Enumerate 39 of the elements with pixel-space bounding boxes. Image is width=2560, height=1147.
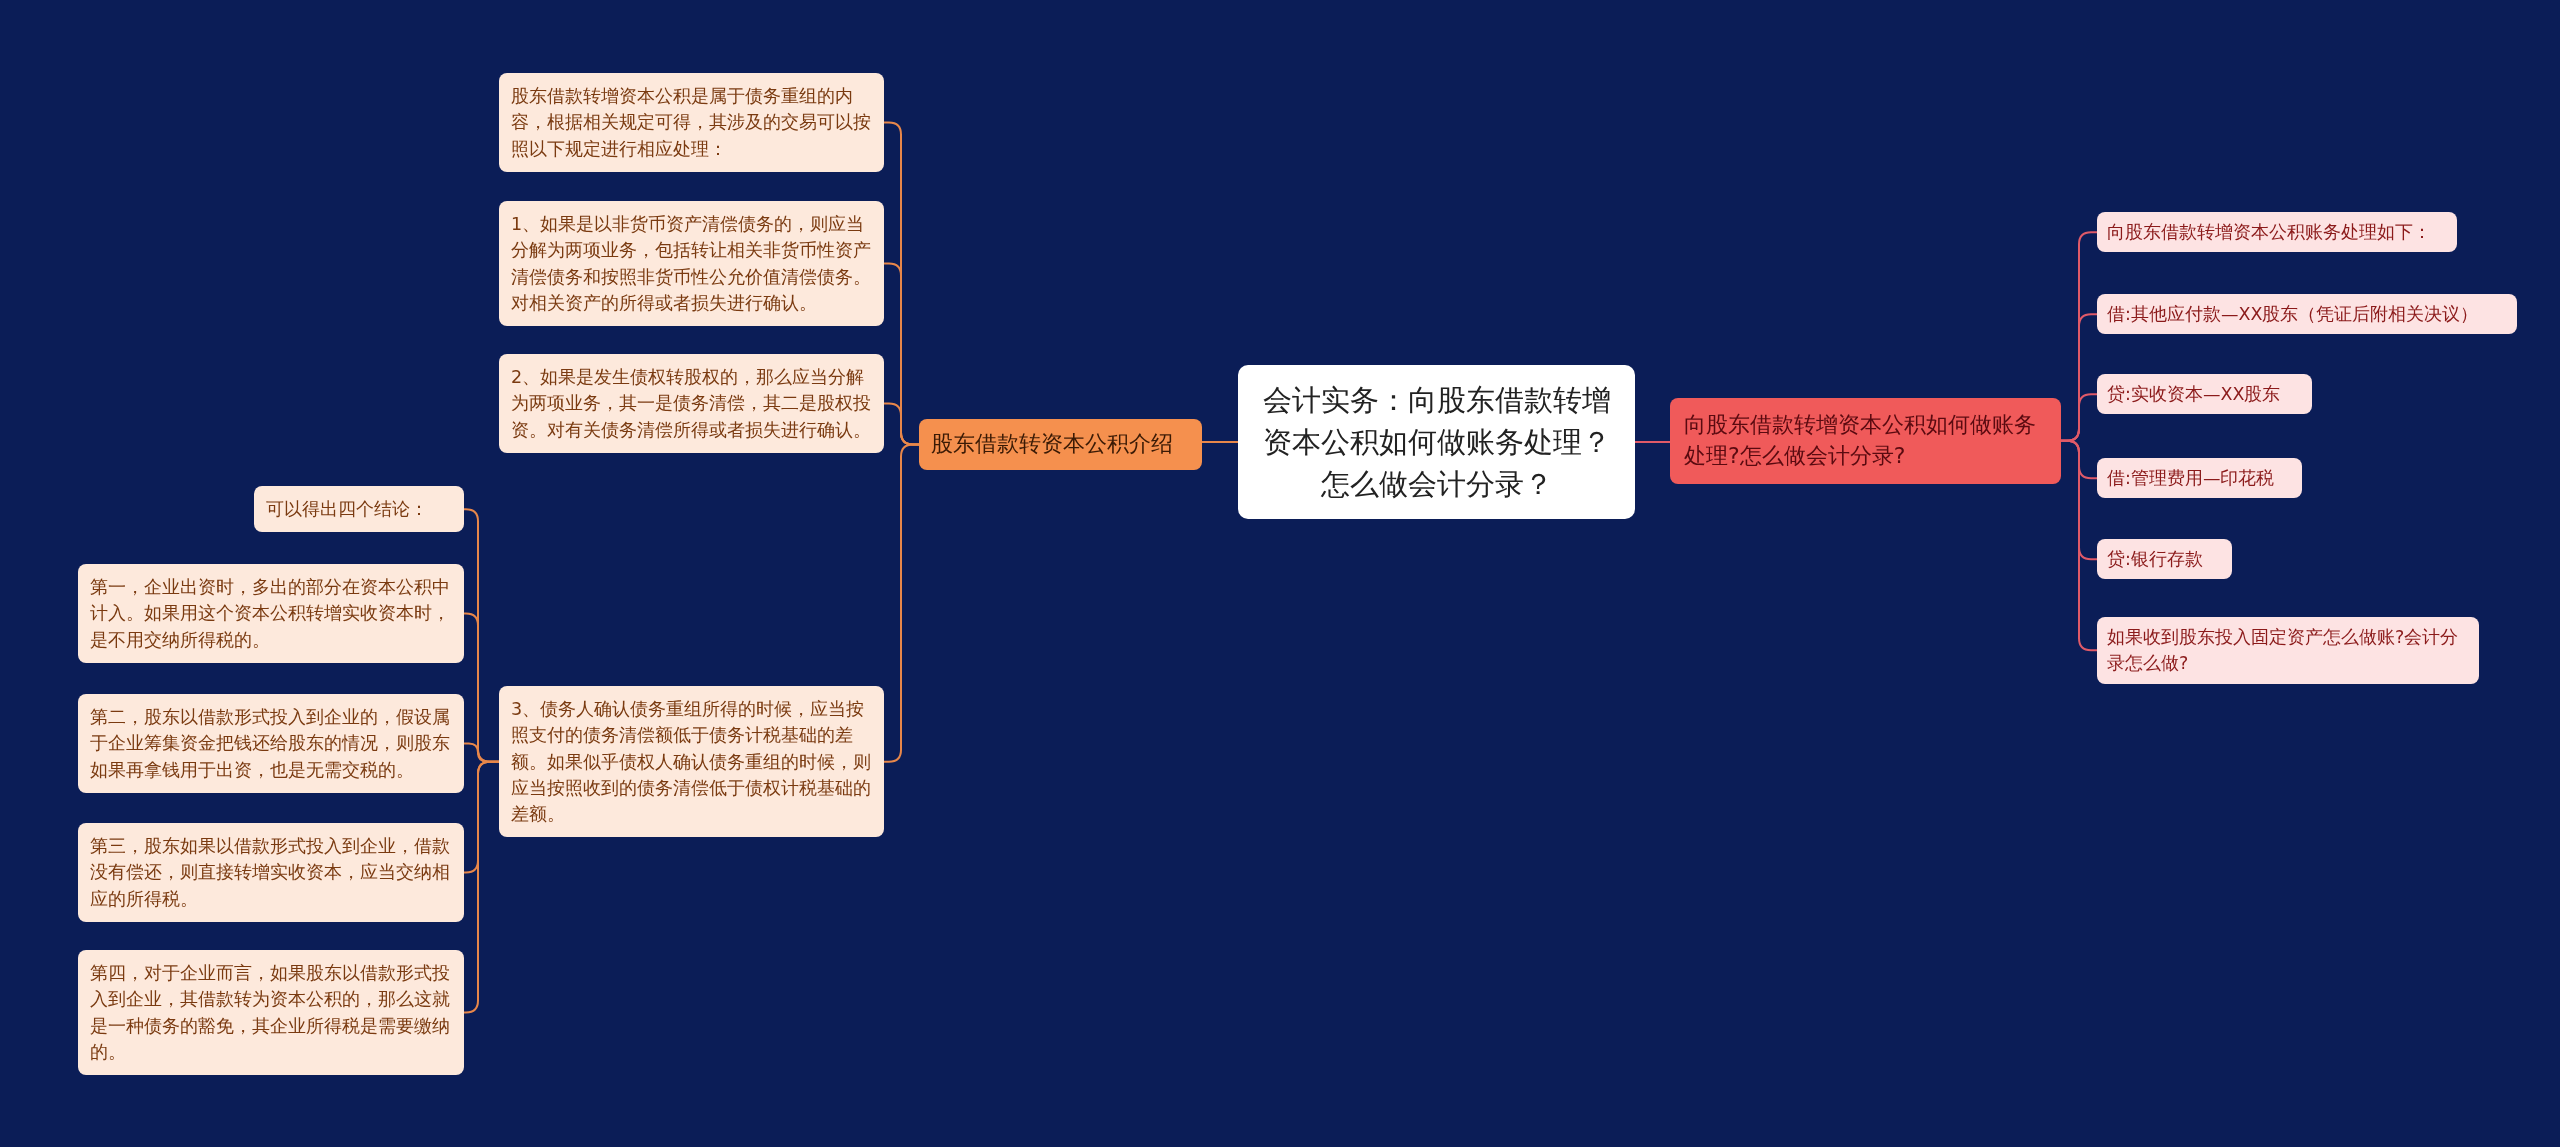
connector-line	[1634, 441, 1671, 444]
subtopic-text: 1、如果是以非货币资产清偿债务的，则应当分解为两项业务，包括转让相关非货币性资产清偿债务和按照非货币性公允价值清偿债务。对相关资产的所得或者损失进行确认。	[511, 213, 872, 315]
subtopic-text: 借:其他应付款—XX股东（凭证后附相关决议）	[2107, 303, 2480, 326]
branch-topic-box	[919, 419, 1202, 470]
subtopic-box	[2097, 539, 2232, 580]
subtopic-box	[2097, 617, 2479, 684]
subtopic-box	[2097, 212, 2457, 253]
connector-line	[1201, 441, 1239, 444]
subtopic-box	[78, 823, 464, 922]
subtopic-text: 贷:银行存款	[2107, 548, 2204, 571]
connector-line	[463, 760, 500, 1014]
subtopic-text: 第四，对于企业而言，如果股东以借款形式投入到企业，其借款转为资本公积的，那么这就是一种债务的豁免，其企业所得税是需要缴纳的。	[90, 962, 451, 1064]
subtopic-box	[2097, 458, 2302, 499]
subtopic-box	[254, 486, 464, 533]
subtopic-text: 可以得出四个结论：	[266, 498, 429, 521]
subtopic-text: 如果收到股东投入固定资产怎么做账?会计分录怎么做?	[2107, 626, 2460, 676]
subtopic-box	[78, 564, 464, 663]
central-topic-box	[1238, 365, 1635, 520]
subtopic-box	[499, 201, 884, 326]
subtopic-text: 第一，企业出资时，多出的部分在资本公积中计入。如果用这个资本公积转增实收资本时，是不用交纳所得税的。	[90, 576, 451, 652]
branch-topic-box	[1670, 398, 2061, 484]
subtopic-box	[78, 950, 464, 1075]
subtopic-text: 向股东借款转增资本公积账务处理如下：	[2107, 221, 2432, 244]
subtopic-box	[499, 686, 884, 838]
subtopic-text: 股东借款转增资本公积是属于债务重组的内容，根据相关规定可得，其涉及的交易可以按照以下规定进行相应处理：	[511, 85, 872, 161]
branch-topic-text: 股东借款转资本公积介绍	[931, 430, 1174, 458]
central-topic-text: 会计实务：向股东借款转增资本公积如何做账务处理？怎么做会计分录？	[1261, 382, 1612, 504]
subtopic-box	[499, 354, 884, 453]
subtopic-box	[2097, 294, 2517, 335]
subtopic-box	[2097, 374, 2312, 415]
subtopic-box	[499, 73, 884, 172]
subtopic-text: 2、如果是发生债权转股权的，那么应当分解为两项业务，其一是债务清偿，其二是股权投资。对有关债务清偿所得或者损失进行确认。	[511, 366, 872, 442]
subtopic-text: 第二，股东以借款形式投入到企业的，假设属于企业筹集资金把钱还给股东的情况，则股东如果再拿钱用于出资，也是无需交税的。	[90, 706, 451, 782]
branch-topic-text: 向股东借款转增资本公积如何做账务处理?怎么做会计分录?	[1684, 411, 2037, 470]
subtopic-box	[78, 694, 464, 793]
subtopic-text: 3、债务人确认债务重组所得的时候，应当按照支付的债务清偿额低于债务计税基础的差额。如果似乎债权人确认债务重组的时候，则应当按照收到的债务清偿低于债权计税基础的差额。	[511, 698, 872, 826]
subtopic-text: 贷:实收资本—XX股东	[2107, 383, 2282, 406]
subtopic-text: 第三，股东如果以借款形式投入到企业，借款没有偿还，则直接转增实收资本，应当交纳相应的所得税。	[90, 835, 451, 911]
subtopic-text: 借:管理费用—印花税	[2107, 467, 2276, 490]
